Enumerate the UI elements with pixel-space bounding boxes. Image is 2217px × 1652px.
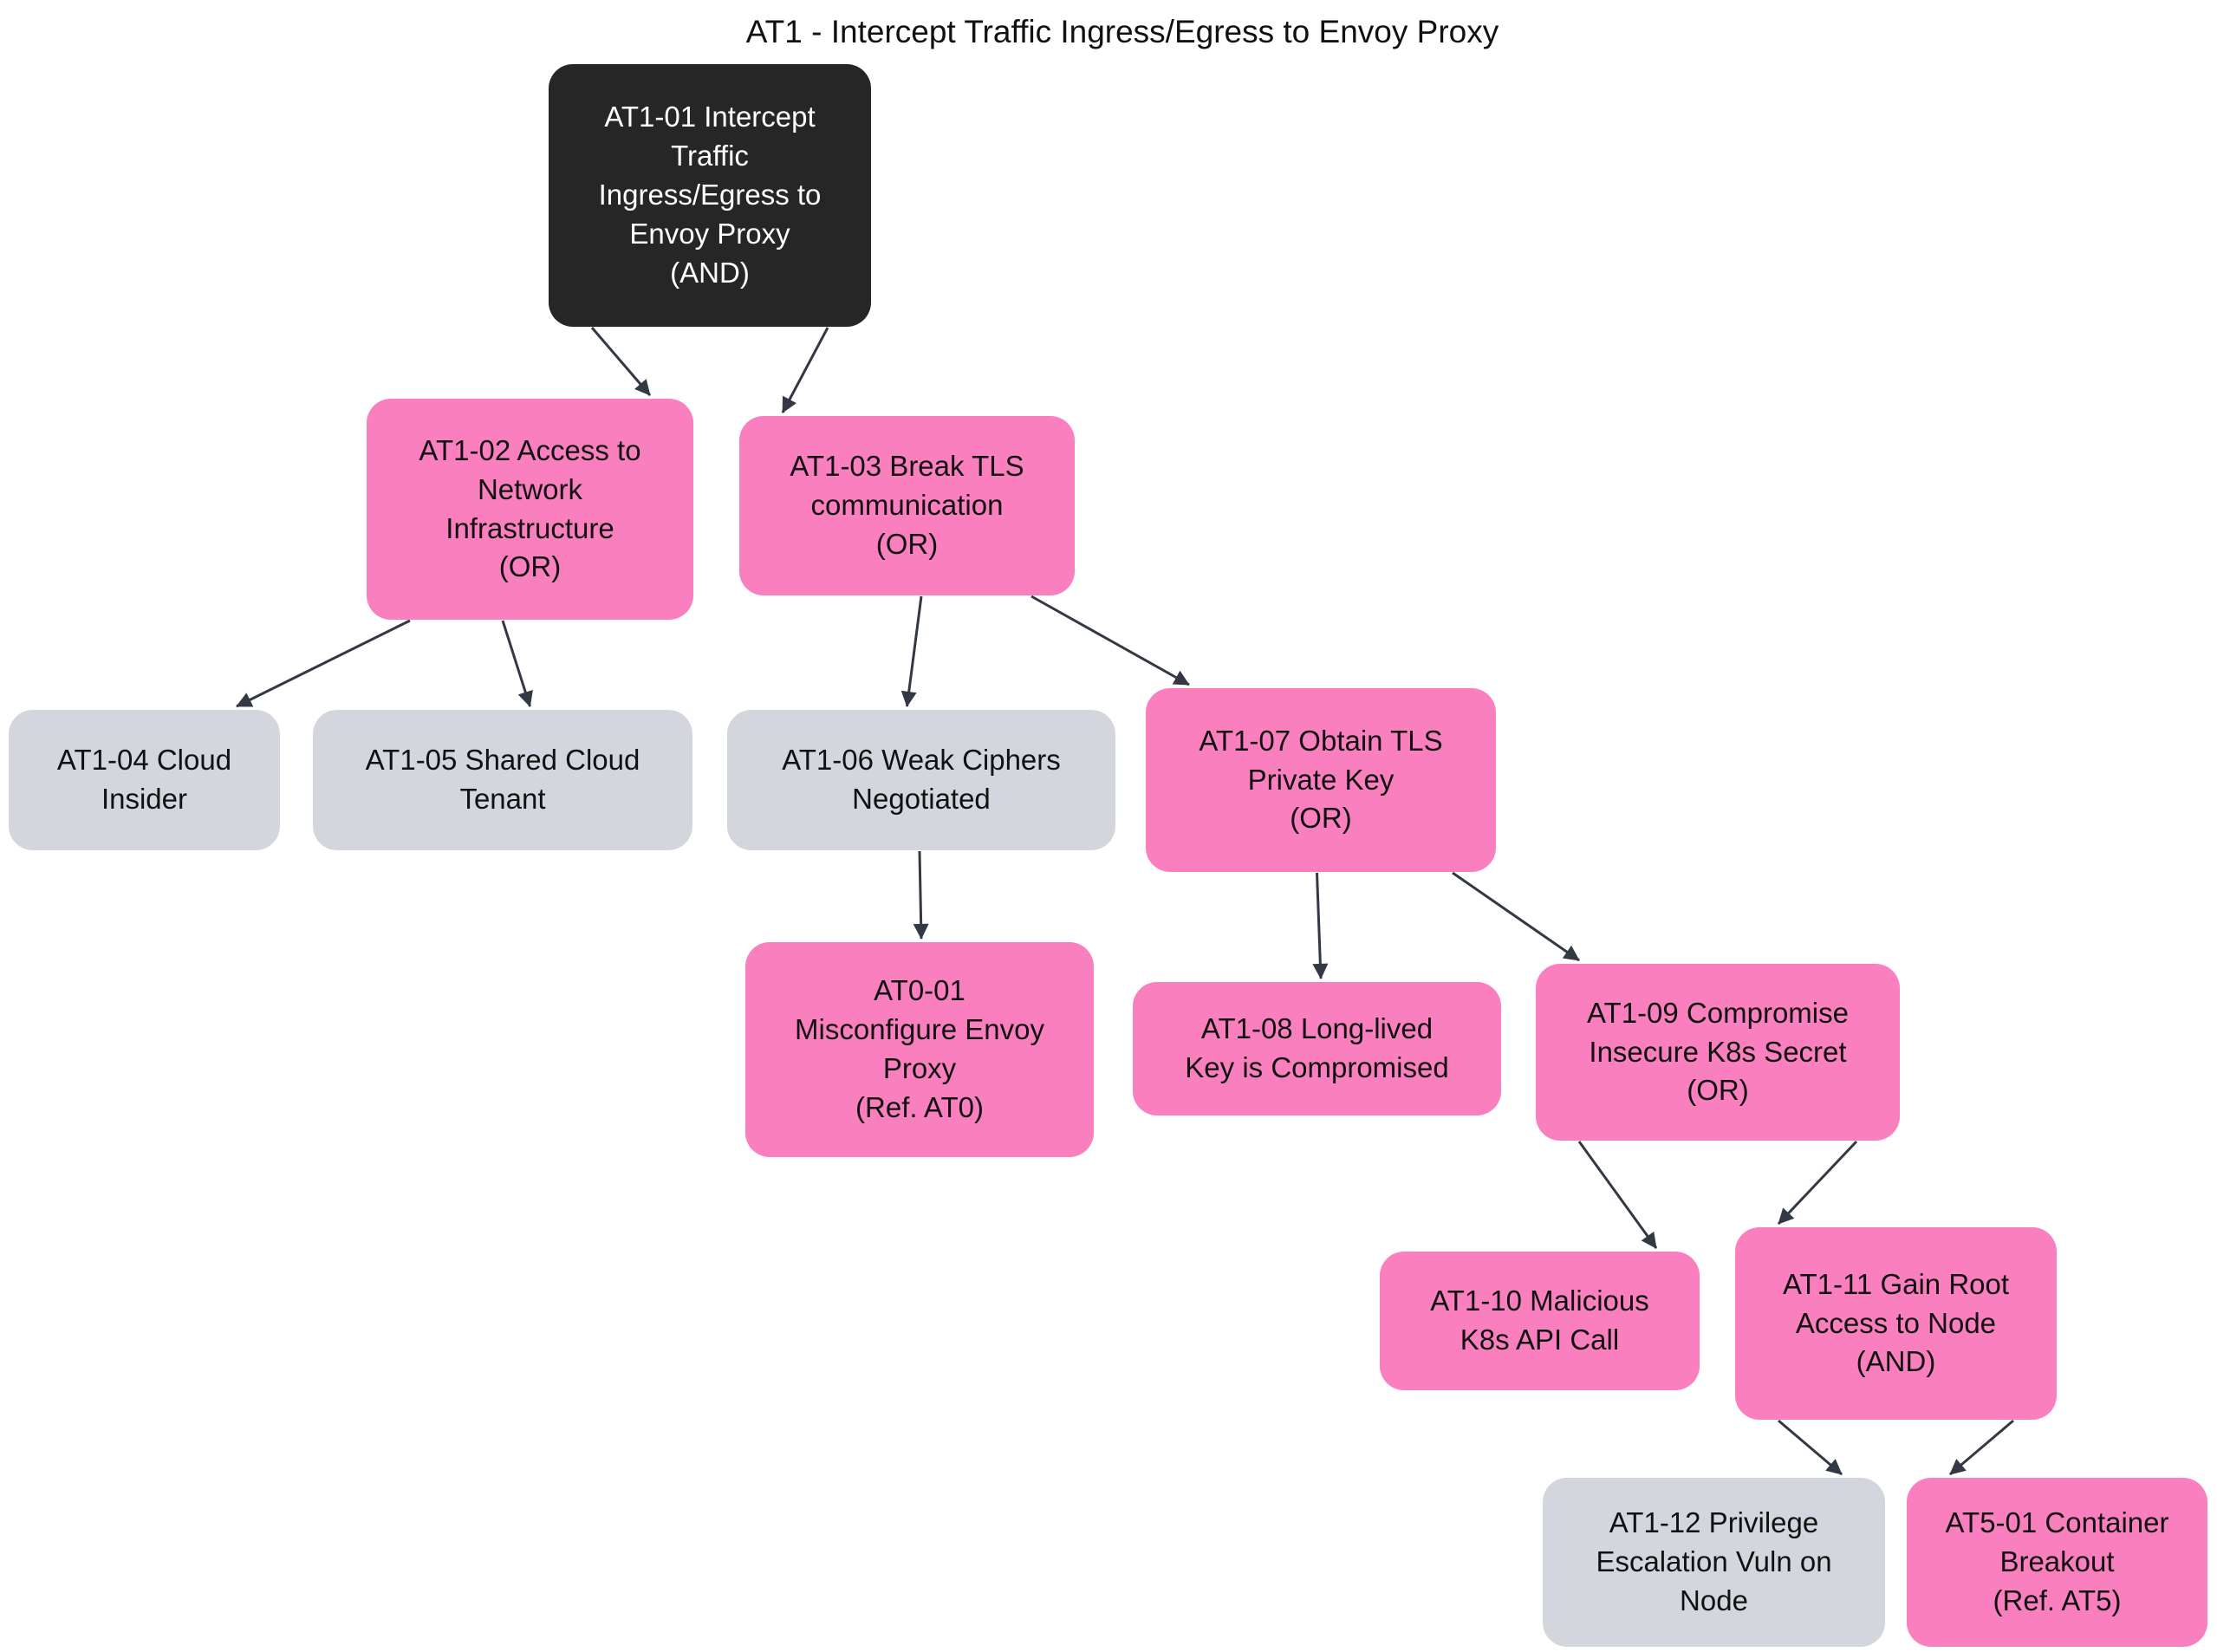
node-label: AT5-01 Container Breakout (Ref. AT5) [1945, 1506, 2169, 1616]
node-AT1-05: AT1-05 Shared Cloud Tenant [313, 710, 692, 850]
node-label: AT1-08 Long-lived Key is Compromised [1185, 1012, 1449, 1083]
edge-AT1-01-AT1-02 [590, 327, 652, 396]
node-label: AT1-04 Cloud Insider [56, 744, 232, 815]
node-AT1-07: AT1-07 Obtain TLS Private Key (OR) [1146, 688, 1496, 872]
edge-AT1-11-AT1-12 [1778, 1419, 1843, 1476]
node-label: AT0-01 Misconfigure Envoy Proxy (Ref. AT… [795, 974, 1044, 1123]
node-label: AT1-02 Access to Network Infrastructure … [419, 433, 641, 583]
node-AT1-04: AT1-04 Cloud Insider [9, 710, 280, 850]
node-AT1-01: AT1-01 Intercept Traffic Ingress/Egress … [549, 64, 871, 327]
edge-AT1-06-AT0-01 [913, 850, 929, 940]
node-label: AT1-09 Compromise Insecure K8s Secret (O… [1587, 996, 1849, 1107]
node-label: AT1-10 Malicious K8s API Call [1430, 1285, 1649, 1356]
node-AT1-03: AT1-03 Break TLS communication (OR) [739, 416, 1075, 595]
edge-AT1-01-AT1-03 [781, 327, 829, 413]
node-AT5-01: AT5-01 Container Breakout (Ref. AT5) [1907, 1478, 2207, 1647]
edge-AT1-02-AT1-05 [501, 620, 533, 707]
edge-AT1-07-AT1-08 [1312, 872, 1329, 979]
edge-AT1-11-AT5-01 [1949, 1419, 2014, 1476]
node-label: AT1-07 Obtain TLS Private Key (OR) [1199, 724, 1443, 835]
node-AT1-10: AT1-10 Malicious K8s API Call [1380, 1252, 1700, 1390]
edge-AT1-07-AT1-09 [1452, 871, 1580, 962]
node-label: AT1-03 Break TLS communication (OR) [790, 450, 1024, 560]
edge-AT1-03-AT1-07 [1030, 595, 1190, 686]
edge-AT1-09-AT1-11 [1777, 1140, 1858, 1226]
node-label: AT1-01 Intercept Traffic Ingress/Egress … [598, 101, 822, 289]
node-AT0-01: AT0-01 Misconfigure Envoy Proxy (Ref. AT… [745, 942, 1094, 1157]
node-AT1-08: AT1-08 Long-lived Key is Compromised [1133, 982, 1501, 1115]
edge-AT1-09-AT1-10 [1577, 1141, 1658, 1249]
node-AT1-11: AT1-11 Gain Root Access to Node (AND) [1735, 1227, 2057, 1420]
node-AT1-09: AT1-09 Compromise Insecure K8s Secret (O… [1536, 964, 1900, 1141]
node-label: AT1-11 Gain Root Access to Node (AND) [1782, 1267, 2010, 1378]
node-AT1-02: AT1-02 Access to Network Infrastructure … [367, 399, 693, 620]
node-label: AT1-06 Weak Ciphers Negotiated [782, 744, 1061, 815]
node-AT1-06: AT1-06 Weak Ciphers Negotiated [727, 710, 1115, 850]
node-label: AT1-12 Privilege Escalation Vuln on Node [1596, 1506, 1832, 1616]
edge-AT1-02-AT1-04 [236, 619, 411, 708]
edge-AT1-03-AT1-06 [900, 595, 923, 707]
node-AT1-12: AT1-12 Privilege Escalation Vuln on Node [1543, 1478, 1885, 1647]
node-label: AT1-05 Shared Cloud Tenant [365, 744, 640, 815]
diagram-title: AT1 - Intercept Traffic Ingress/Egress t… [745, 14, 1499, 49]
